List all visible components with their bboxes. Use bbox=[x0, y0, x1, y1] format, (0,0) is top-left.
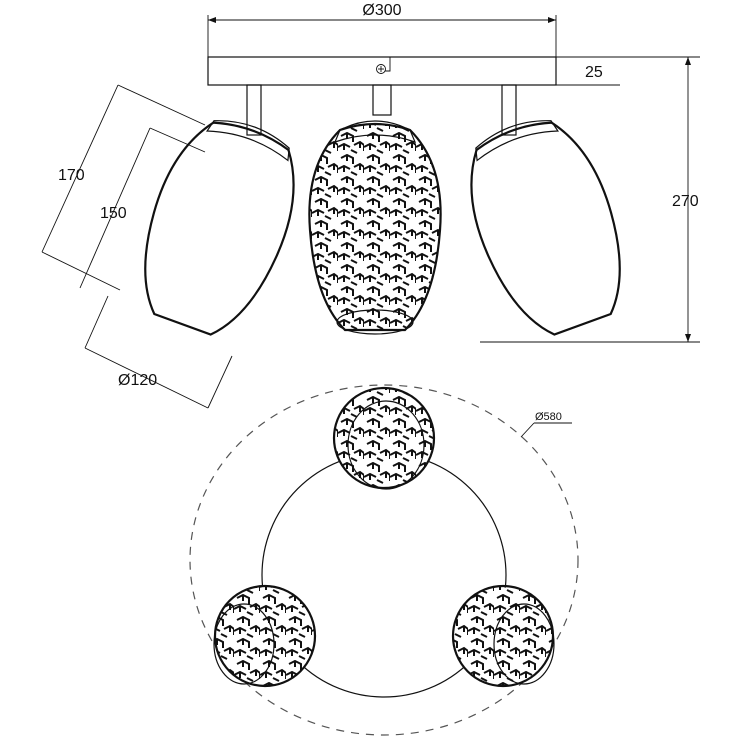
stem-right bbox=[501, 84, 517, 136]
shade-length-outer-label: 170 bbox=[58, 167, 85, 184]
dimension-base-diameter: Ø300 bbox=[207, 2, 557, 57]
spread-diameter-label: Ø580 bbox=[535, 411, 562, 423]
lamp-shade-left bbox=[144, 120, 295, 336]
dimension-shade-length-inner: 150 bbox=[79, 127, 206, 289]
base-plate bbox=[207, 56, 557, 86]
side-view: Ø300 25 270 170 150 bbox=[41, 2, 700, 409]
lamp-shade-center bbox=[308, 120, 442, 335]
dimension-spread-diameter: Ø580 bbox=[520, 411, 572, 438]
lamp-shade-top-view-1 bbox=[332, 386, 436, 490]
lamp-shade-top-view-3 bbox=[451, 584, 555, 688]
base-height-label: 25 bbox=[585, 64, 603, 81]
spread-circle bbox=[189, 384, 579, 736]
lamp-shade-top-view-2 bbox=[213, 584, 317, 688]
shade-length-inner-label: 150 bbox=[100, 205, 127, 222]
total-height-label: 270 bbox=[672, 193, 699, 210]
base-diameter-label: Ø300 bbox=[362, 2, 401, 19]
shade-diameter-label: Ø120 bbox=[118, 372, 157, 389]
stem-center bbox=[372, 84, 392, 116]
top-view: Ø580 bbox=[189, 384, 579, 736]
screw-icon bbox=[376, 57, 391, 74]
stem-left bbox=[246, 84, 262, 136]
dimension-shade-diameter: Ø120 bbox=[84, 295, 233, 409]
dimension-shade-length-outer: 170 bbox=[41, 84, 206, 291]
lamp-shade-right bbox=[470, 120, 621, 336]
dimension-total-height: 270 bbox=[480, 57, 700, 343]
dimension-base-height: 25 bbox=[556, 56, 700, 86]
